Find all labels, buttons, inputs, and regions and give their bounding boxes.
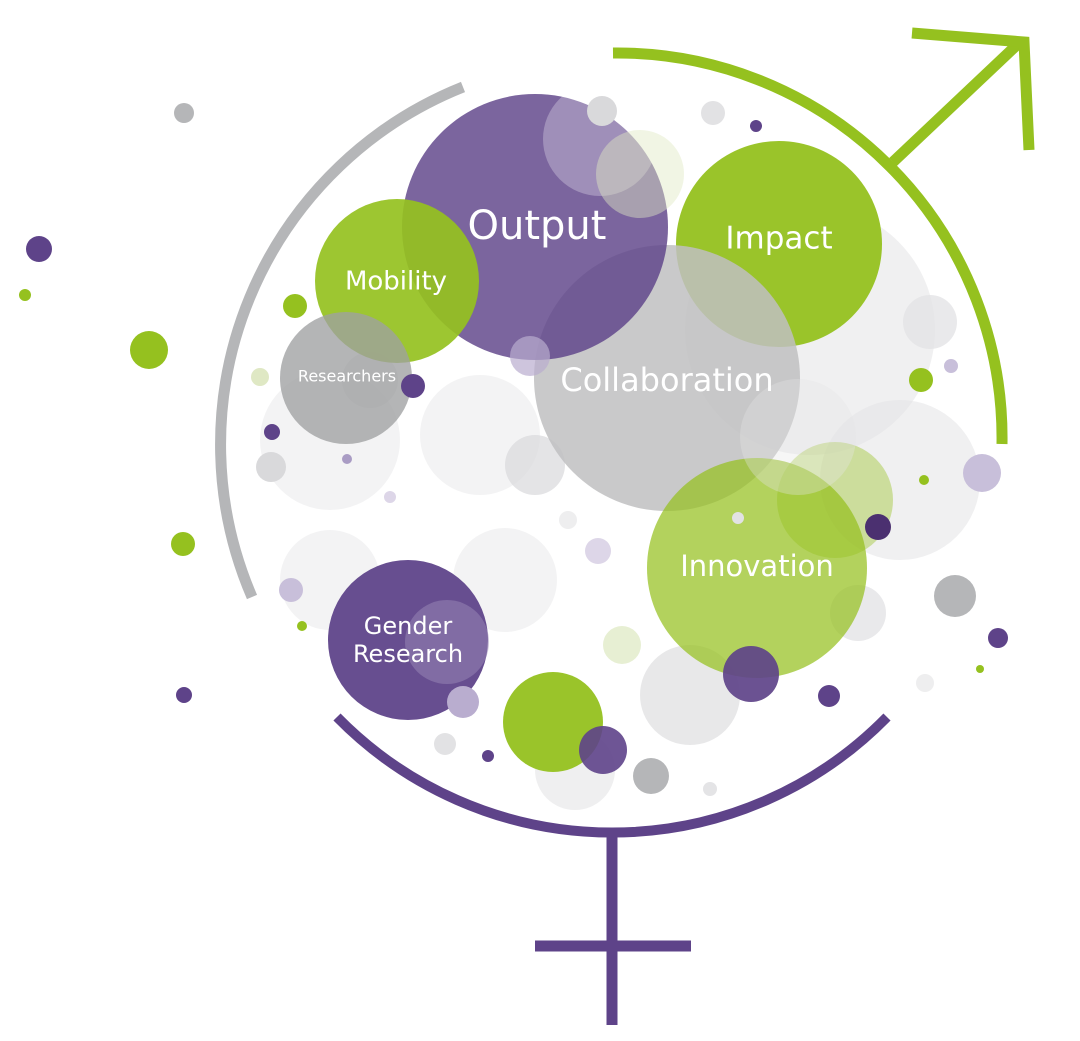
dot (297, 621, 307, 631)
dot (916, 674, 934, 692)
dot (171, 532, 195, 556)
dot (701, 101, 725, 125)
overlay-bubble (579, 726, 627, 774)
dot (342, 454, 352, 464)
researchers-bubble (280, 312, 412, 444)
dot (988, 628, 1008, 648)
dot (384, 491, 396, 503)
dot (976, 665, 984, 673)
dot (26, 236, 52, 262)
gray-arc (215, 81, 466, 600)
dot (482, 750, 494, 762)
dot (283, 294, 307, 318)
dot (585, 538, 611, 564)
dot (934, 575, 976, 617)
dot (732, 512, 744, 524)
purple-arc (333, 713, 891, 838)
dot (401, 374, 425, 398)
bubble-labels: Output Impact Mobility Researchers Colla… (298, 203, 834, 668)
female-symbol (333, 713, 891, 1025)
mobility-label: Mobility (345, 267, 447, 297)
overlay-bubble (503, 672, 603, 772)
researchers-label: Researchers (298, 367, 396, 386)
dot (963, 454, 1001, 492)
dot (251, 368, 269, 386)
green-arc (612, 47, 1008, 445)
arrow-shaft (889, 38, 1024, 166)
dot (130, 331, 168, 369)
overlay-bubble (740, 379, 856, 495)
arrow-head (911, 27, 1035, 151)
dot (279, 578, 303, 602)
gender-label-line2: Research (353, 640, 463, 668)
dot (633, 758, 669, 794)
dot (19, 289, 31, 301)
dot (176, 687, 192, 703)
bg-bubble (640, 645, 740, 745)
bg-bubble (820, 400, 980, 560)
dot (944, 359, 958, 373)
innovation-label: Innovation (680, 549, 834, 583)
male-symbol (612, 27, 1035, 445)
dot (174, 103, 194, 123)
gender-label-line1: Gender (364, 612, 453, 640)
overlay-bubble (405, 600, 489, 684)
overlay-bubble (723, 646, 779, 702)
main-bubbles (280, 94, 882, 720)
dot (919, 475, 929, 485)
bg-bubble (903, 295, 957, 349)
impact-label: Impact (725, 221, 832, 257)
overlay-bubble (777, 442, 893, 558)
dot (750, 120, 762, 132)
dot (909, 368, 933, 392)
collaboration-label: Collaboration (560, 361, 773, 399)
innovation-bubble (647, 458, 867, 678)
dot (434, 733, 456, 755)
dot (818, 685, 840, 707)
small-dots (19, 96, 1008, 796)
dot (865, 514, 891, 540)
overlay-bubbles (405, 82, 893, 774)
output-label: Output (468, 203, 607, 249)
dot (264, 424, 280, 440)
dot (603, 626, 641, 664)
overlay-bubble (596, 130, 684, 218)
bg-bubble (505, 435, 565, 495)
dot (510, 336, 550, 376)
overlay-bubble (543, 82, 657, 196)
dot (559, 511, 577, 529)
dot (703, 782, 717, 796)
dot (256, 452, 286, 482)
dot (447, 686, 479, 718)
dot (587, 96, 617, 126)
